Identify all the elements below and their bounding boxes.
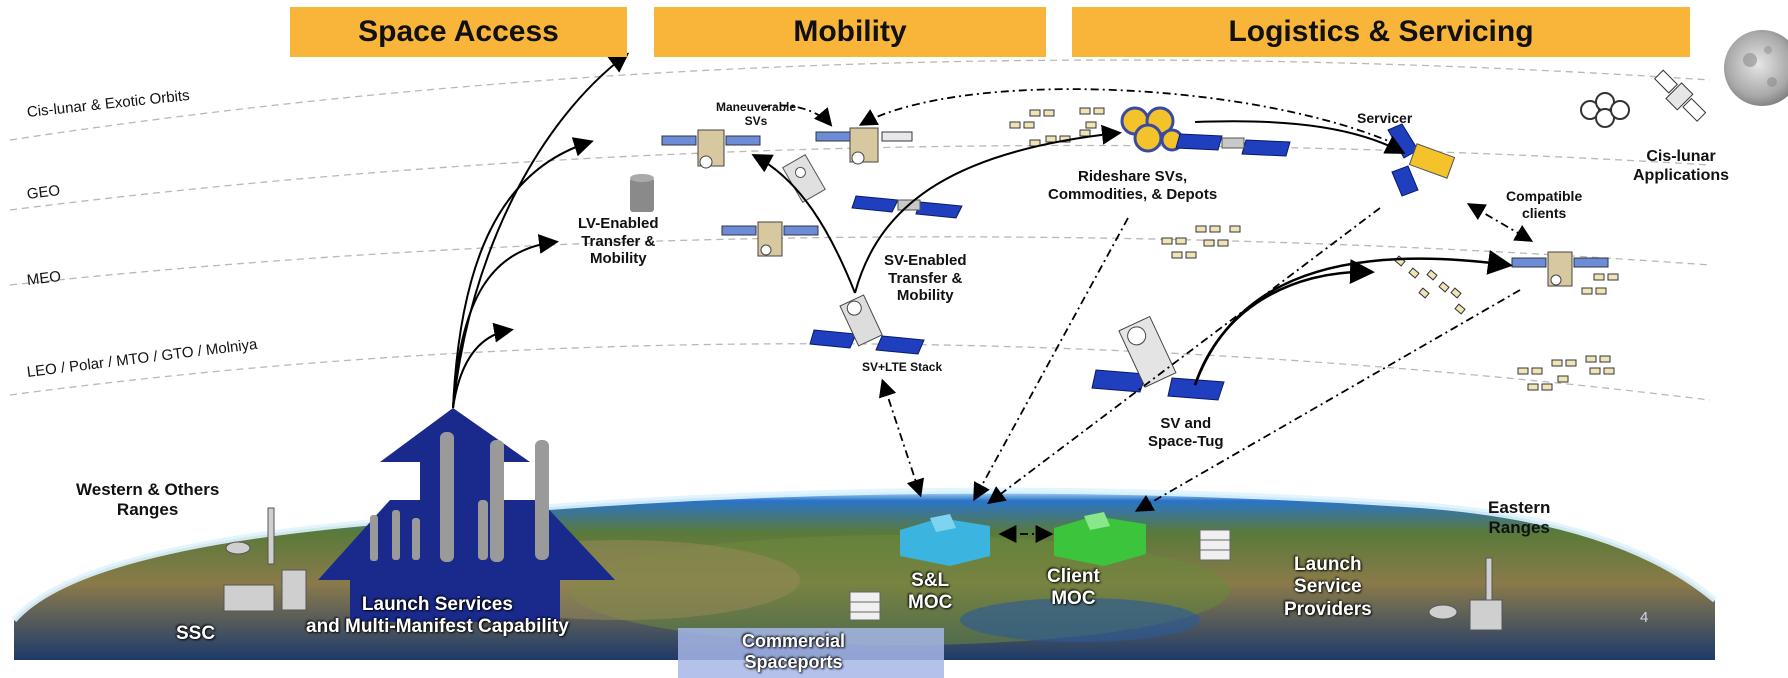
label-line: SV-Enabled (884, 252, 967, 269)
spaceports-banner (678, 628, 944, 678)
label-line: Ranges (1488, 518, 1550, 538)
label-line: Western & Others (76, 480, 220, 499)
sv-space-tug-icon (1091, 315, 1225, 401)
cubesat-swarm (1161, 225, 1241, 259)
label-line: Ranges (116, 500, 179, 520)
label-compatible-clients: Compatible clients (1506, 188, 1582, 221)
launch-trajectories (452, 52, 630, 409)
header-logistics-servicing: Logistics & Servicing (1072, 7, 1690, 57)
satellite-icon (661, 129, 761, 169)
label-line: clients (1521, 204, 1567, 221)
label-line: Mobility (896, 287, 954, 305)
label-line: Service (1294, 576, 1362, 598)
building-icon (1199, 529, 1231, 561)
solar-array-icon (1175, 133, 1291, 157)
water-gulf (960, 598, 1200, 642)
label-line: Mobility (589, 250, 647, 268)
label-eastern-ranges: Eastern Ranges (1488, 498, 1550, 538)
label-cislunar-applications: Cis-lunar Applications (1633, 148, 1729, 186)
header-space-access: Space Access (290, 7, 627, 57)
page-number: 4 (1640, 609, 1649, 626)
label-line: SVs (744, 114, 768, 129)
launch-pad-icon (223, 507, 307, 612)
label-sl-moc: S&L MOC (908, 570, 952, 615)
label-line: Cis-lunar (1646, 148, 1716, 165)
label-line: Commercial (742, 631, 846, 651)
header-mobility: Mobility (654, 7, 1046, 57)
label-line: Client (1047, 566, 1100, 587)
label-line: Providers (1284, 598, 1372, 620)
orbit-arcs (9, 59, 1711, 401)
label-line: Spaceports (744, 652, 843, 673)
satellite-icon (781, 153, 826, 204)
label-line: SV and (1160, 415, 1212, 432)
label-line: MOC (1051, 588, 1096, 610)
launch-arrow-icon (318, 408, 615, 622)
label-line: and Multi-Manifest Capability (306, 616, 569, 638)
cubesat-swarm (1009, 107, 1105, 147)
label-line: Compatible (1506, 188, 1583, 204)
label-sv-lte-stack: SV+LTE Stack (862, 360, 943, 374)
label-line: S&L (911, 570, 950, 591)
label-line: Eastern (1488, 498, 1551, 517)
label-launch-services: Launch Services and Multi-Manifest Capab… (306, 594, 569, 639)
satellite-icon (1511, 251, 1609, 287)
orbit-leo (9, 343, 1711, 401)
label-sv-space-tug: SV and Space-Tug (1148, 415, 1224, 450)
label-line: Transfer & (888, 269, 963, 287)
label-line: MOC (908, 592, 953, 614)
label-ssc: SSC (176, 623, 216, 644)
client-moc-icon (1054, 512, 1146, 566)
cubesat-swarm (1394, 255, 1466, 315)
cislunar-satellite-icon (1580, 69, 1707, 128)
moon-icon (1724, 30, 1788, 106)
mobility-arrows (751, 120, 1513, 386)
atmosphere-glow (11, 487, 1717, 622)
dashed-arrows (761, 88, 1534, 543)
launch-pad-icon (1428, 557, 1503, 631)
cubesat-swarm (1581, 273, 1619, 295)
sl-moc-icon (900, 514, 990, 566)
label-line: Commodities, & Depots (1048, 185, 1218, 203)
satellite-icon (815, 127, 913, 165)
label-servicer: Servicer (1357, 110, 1413, 126)
satellite-icon (721, 221, 819, 257)
label-client-moc: Client MOC (1047, 566, 1100, 611)
label-line: Launch Services (361, 594, 513, 615)
rocket-icons (370, 432, 549, 562)
label-line: Applications (1633, 166, 1730, 184)
label-launch-service-providers: Launch Service Providers (1284, 554, 1372, 621)
rideshare-cluster-icon (1120, 106, 1184, 153)
label-maneuverable-svs: Maneuverable SVs (716, 100, 796, 128)
label-western-ranges: Western & Others Ranges (76, 480, 219, 520)
label-line: Launch (1294, 554, 1362, 575)
orbit-cislunar (9, 59, 1711, 141)
label-lv-enabled: LV-Enabled Transfer & Mobility (578, 215, 659, 268)
label-line: LV-Enabled (578, 215, 659, 232)
building-icon (849, 591, 881, 621)
fuel-tank-icon (630, 174, 654, 212)
label-commercial-spaceports: Commercial Spaceports (742, 631, 845, 673)
label-line: Maneuverable (716, 100, 797, 114)
label-line: Rideshare SVs, (1077, 168, 1188, 185)
label-line: Space-Tug (1148, 432, 1224, 450)
sv-lte-stack-icon (809, 294, 925, 355)
label-line: Transfer & (581, 232, 656, 250)
label-rideshare: Rideshare SVs, Commodities, & Depots (1048, 168, 1217, 203)
label-sv-enabled: SV-Enabled Transfer & Mobility (884, 252, 967, 305)
servicer-icon (1387, 123, 1456, 197)
cubesat-swarm (1517, 355, 1615, 391)
